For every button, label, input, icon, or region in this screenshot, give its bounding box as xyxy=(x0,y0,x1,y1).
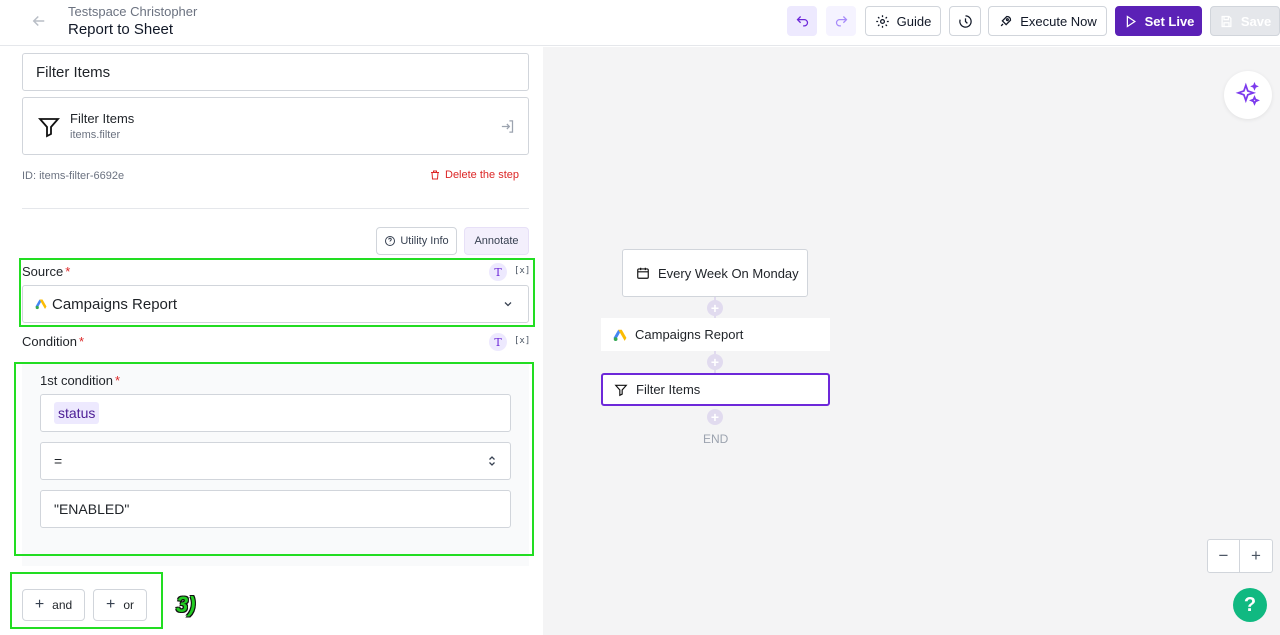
operator-value: = xyxy=(54,453,63,469)
top-bar: Testspace Christopher Report to Sheet Gu… xyxy=(0,0,1280,46)
condition-field-input[interactable]: status xyxy=(40,394,511,432)
add-step-connector[interactable]: + xyxy=(707,300,723,316)
utility-info-label: Utility Info xyxy=(400,235,449,247)
history-button[interactable] xyxy=(949,6,981,36)
utility-info-button[interactable]: Utility Info xyxy=(376,227,457,255)
and-label: and xyxy=(52,598,73,612)
back-arrow-icon[interactable] xyxy=(30,12,48,30)
execute-now-label: Execute Now xyxy=(1020,13,1097,29)
step-id: ID: items-filter-6692e xyxy=(22,170,125,182)
end-label: END xyxy=(703,432,729,446)
annotation-number-3: 3) xyxy=(176,592,196,617)
help-circle-icon xyxy=(385,236,396,246)
variable-mode-toggle[interactable]: [x] xyxy=(514,266,531,276)
campaigns-node-label: Campaigns Report xyxy=(635,327,744,342)
divider xyxy=(22,208,529,209)
undo-icon xyxy=(796,15,808,26)
delete-step-label: Delete the step xyxy=(445,169,519,181)
zoom-controls: − + xyxy=(1207,539,1273,573)
annotation-box-3 xyxy=(10,572,163,629)
annotate-button[interactable]: Annotate xyxy=(464,227,529,255)
campaigns-report-node[interactable]: Campaigns Report xyxy=(601,318,830,351)
add-and-button[interactable]: + and xyxy=(22,589,85,621)
redo-icon xyxy=(835,15,847,26)
operator-select[interactable]: = xyxy=(40,442,511,480)
ai-assist-button[interactable] xyxy=(1224,71,1272,119)
condition-label: Condition* xyxy=(22,334,84,349)
rocket-icon xyxy=(1000,15,1012,26)
text-mode-toggle[interactable]: T xyxy=(489,263,507,281)
save-label: Save xyxy=(1240,13,1272,29)
set-live-label: Set Live xyxy=(1144,13,1195,29)
delete-step-link[interactable]: Delete the step xyxy=(429,169,519,181)
open-utility-icon[interactable] xyxy=(500,119,515,134)
history-icon xyxy=(958,14,972,28)
condition-text-mode-toggle[interactable]: T xyxy=(489,333,507,351)
trigger-node[interactable]: Every Week On Monday xyxy=(622,249,808,297)
calendar-icon xyxy=(637,267,649,279)
filter-node-label: Filter Items xyxy=(636,382,701,397)
execute-now-button[interactable]: Execute Now xyxy=(988,6,1107,36)
utility-name: Filter Items xyxy=(70,111,135,126)
chevron-down-icon xyxy=(504,302,512,307)
redo-button[interactable] xyxy=(826,6,856,36)
or-label: or xyxy=(123,598,134,612)
source-value: Campaigns Report xyxy=(52,295,178,313)
guide-label: Guide xyxy=(896,13,932,29)
chevron-updown-icon xyxy=(489,456,495,466)
play-icon xyxy=(1126,14,1136,28)
workspace-name: Testspace Christopher xyxy=(68,4,198,19)
funnel-icon xyxy=(614,384,628,396)
floppy-icon xyxy=(1221,15,1232,27)
plus-icon: + xyxy=(105,596,116,613)
condition-variable-mode-toggle[interactable]: [x] xyxy=(514,336,531,346)
undo-button[interactable] xyxy=(787,6,817,36)
zoom-in-button[interactable]: + xyxy=(1251,546,1261,565)
filter-items-node[interactable]: Filter Items xyxy=(601,373,830,406)
add-or-button[interactable]: + or xyxy=(93,589,147,621)
set-live-button[interactable]: Set Live xyxy=(1115,6,1202,36)
trash-icon xyxy=(431,170,439,180)
save-button[interactable]: Save xyxy=(1210,6,1280,36)
source-label: Source* xyxy=(22,264,71,279)
field-token: status xyxy=(54,402,100,424)
comparison-value-input[interactable]: "ENABLED" xyxy=(40,490,511,528)
source-select[interactable]: Campaigns Report xyxy=(22,285,529,323)
google-ads-icon xyxy=(613,329,627,341)
trigger-node-label: Every Week On Monday xyxy=(658,265,799,281)
zoom-out-button[interactable]: − xyxy=(1208,540,1241,572)
annotation-box-1 xyxy=(19,258,535,327)
add-step-connector[interactable]: + xyxy=(707,354,723,370)
step-name-input[interactable]: Filter Items xyxy=(22,53,529,91)
utility-code: items.filter xyxy=(70,129,121,141)
guide-button[interactable]: Guide xyxy=(865,6,941,36)
plus-icon: + xyxy=(34,596,45,613)
gear-icon xyxy=(875,14,889,28)
funnel-icon xyxy=(38,118,60,138)
annotation-box-2 xyxy=(14,362,534,556)
utility-card[interactable]: Filter Items items.filter xyxy=(22,97,529,155)
google-ads-icon xyxy=(35,299,47,310)
first-condition-label: 1st condition* xyxy=(40,373,121,388)
sparkles-icon xyxy=(1235,82,1260,106)
report-title: Report to Sheet xyxy=(68,21,174,38)
add-step-connector[interactable]: + xyxy=(707,409,723,425)
help-button[interactable]: ? xyxy=(1233,588,1267,622)
